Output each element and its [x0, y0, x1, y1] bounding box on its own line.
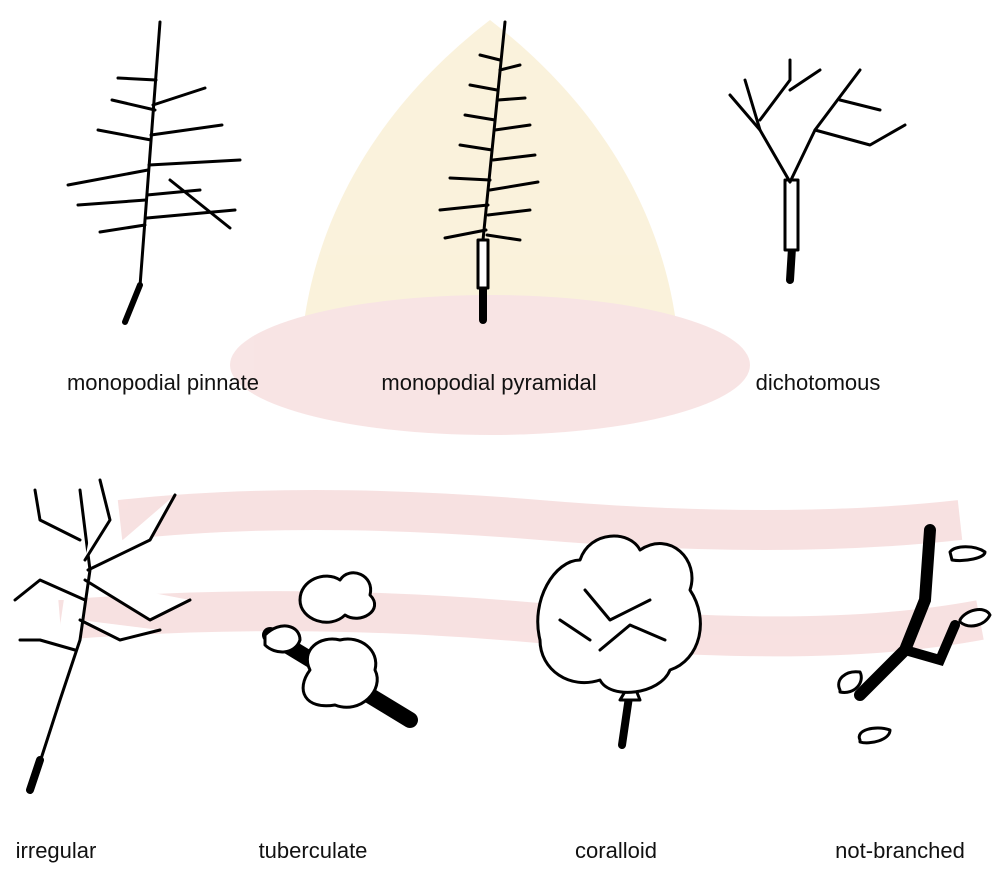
caption-not-branched: not-branched [835, 838, 965, 864]
dichotomous-drawing [730, 60, 905, 280]
caption-dichotomous: dichotomous [756, 370, 881, 396]
monopodial-pinnate-drawing [68, 22, 240, 322]
emblem-cushion [230, 295, 750, 435]
watermark-text-line-1 [120, 510, 960, 530]
caption-monopodial-pinnate: monopodial pinnate [67, 370, 259, 396]
caption-tuberculate: tuberculate [259, 838, 368, 864]
caption-monopodial-pyramidal: monopodial pyramidal [381, 370, 596, 396]
watermark-text-line-2 [60, 611, 980, 636]
caption-coralloid: coralloid [575, 838, 657, 864]
coralloid-drawing [538, 536, 701, 745]
watermark [60, 20, 980, 636]
caption-irregular: irregular [16, 838, 97, 864]
